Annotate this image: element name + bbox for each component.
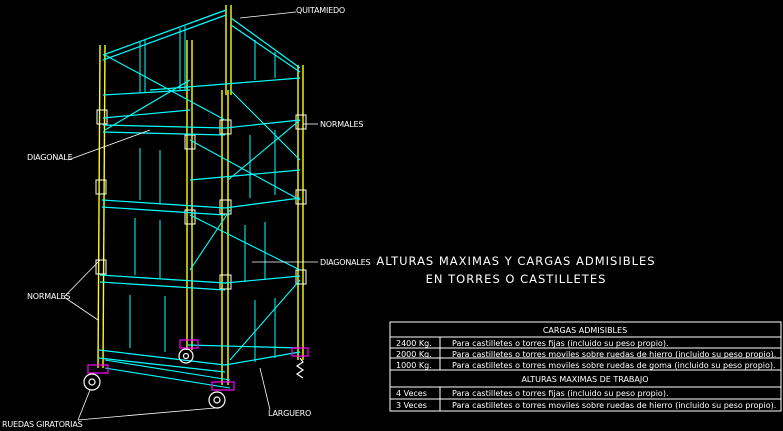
label-larguero: LARGUERO: [268, 409, 311, 418]
title-line1: ALTURAS MAXIMAS Y CARGAS ADMISIBLES: [376, 254, 655, 268]
label-normales-top: NORMALES: [320, 120, 363, 129]
cargas-row-2-desc: Para castilletes o torres moviles sobre …: [452, 350, 776, 359]
label-quitamiedo: QUITAMIEDO: [296, 6, 345, 15]
table-header-cargas: CARGAS ADMISIBLES: [543, 326, 627, 335]
cargas-row-2-value: 2000 Kg.: [396, 350, 432, 359]
alturas-row-1-desc: Para castilletes o torres fijas (incluid…: [452, 389, 668, 398]
uprights: [97, 5, 304, 385]
label-diagonale: DIAGONALE: [27, 153, 73, 162]
horizontal-frames: [98, 9, 301, 373]
cargas-row-1-desc: Para castilletes o torres fijas (incluid…: [452, 339, 668, 348]
alturas-row-1-value: 4 Veces: [396, 389, 427, 398]
scaffold-tower: QUITAMIEDO NORMALES DIAGONALE DIAGONALES…: [2, 5, 371, 429]
label-normales-left: NORMALES: [27, 292, 70, 301]
alturas-row-2-value: 3 Veces: [396, 401, 427, 410]
cargas-row-3-desc: Para castilletes o torres moviles sobre …: [452, 361, 776, 370]
cargas-table: CARGAS ADMISIBLES 2400 Kg. Para castille…: [389, 321, 782, 412]
diagonal-braces: [104, 54, 301, 389]
label-diagonales: DIAGONALES: [320, 258, 371, 267]
panel-rungs: [129, 26, 276, 362]
table-header-alturas: ALTURAS MAXIMAS DE TRABAJO: [521, 375, 648, 384]
label-ruedas-giratorias: RUEDAS GIRATORIAS: [2, 420, 83, 429]
alturas-row-2-desc: Para castilletes o torres moviles sobre …: [452, 401, 776, 410]
cargas-row-3-value: 1000 Kg.: [396, 361, 432, 370]
title-line2: EN TORRES O CASTILLETES: [426, 272, 607, 286]
leader-lines: [63, 11, 318, 421]
cargas-row-1-value: 2400 Kg.: [396, 339, 432, 348]
wheels: [83, 339, 309, 409]
